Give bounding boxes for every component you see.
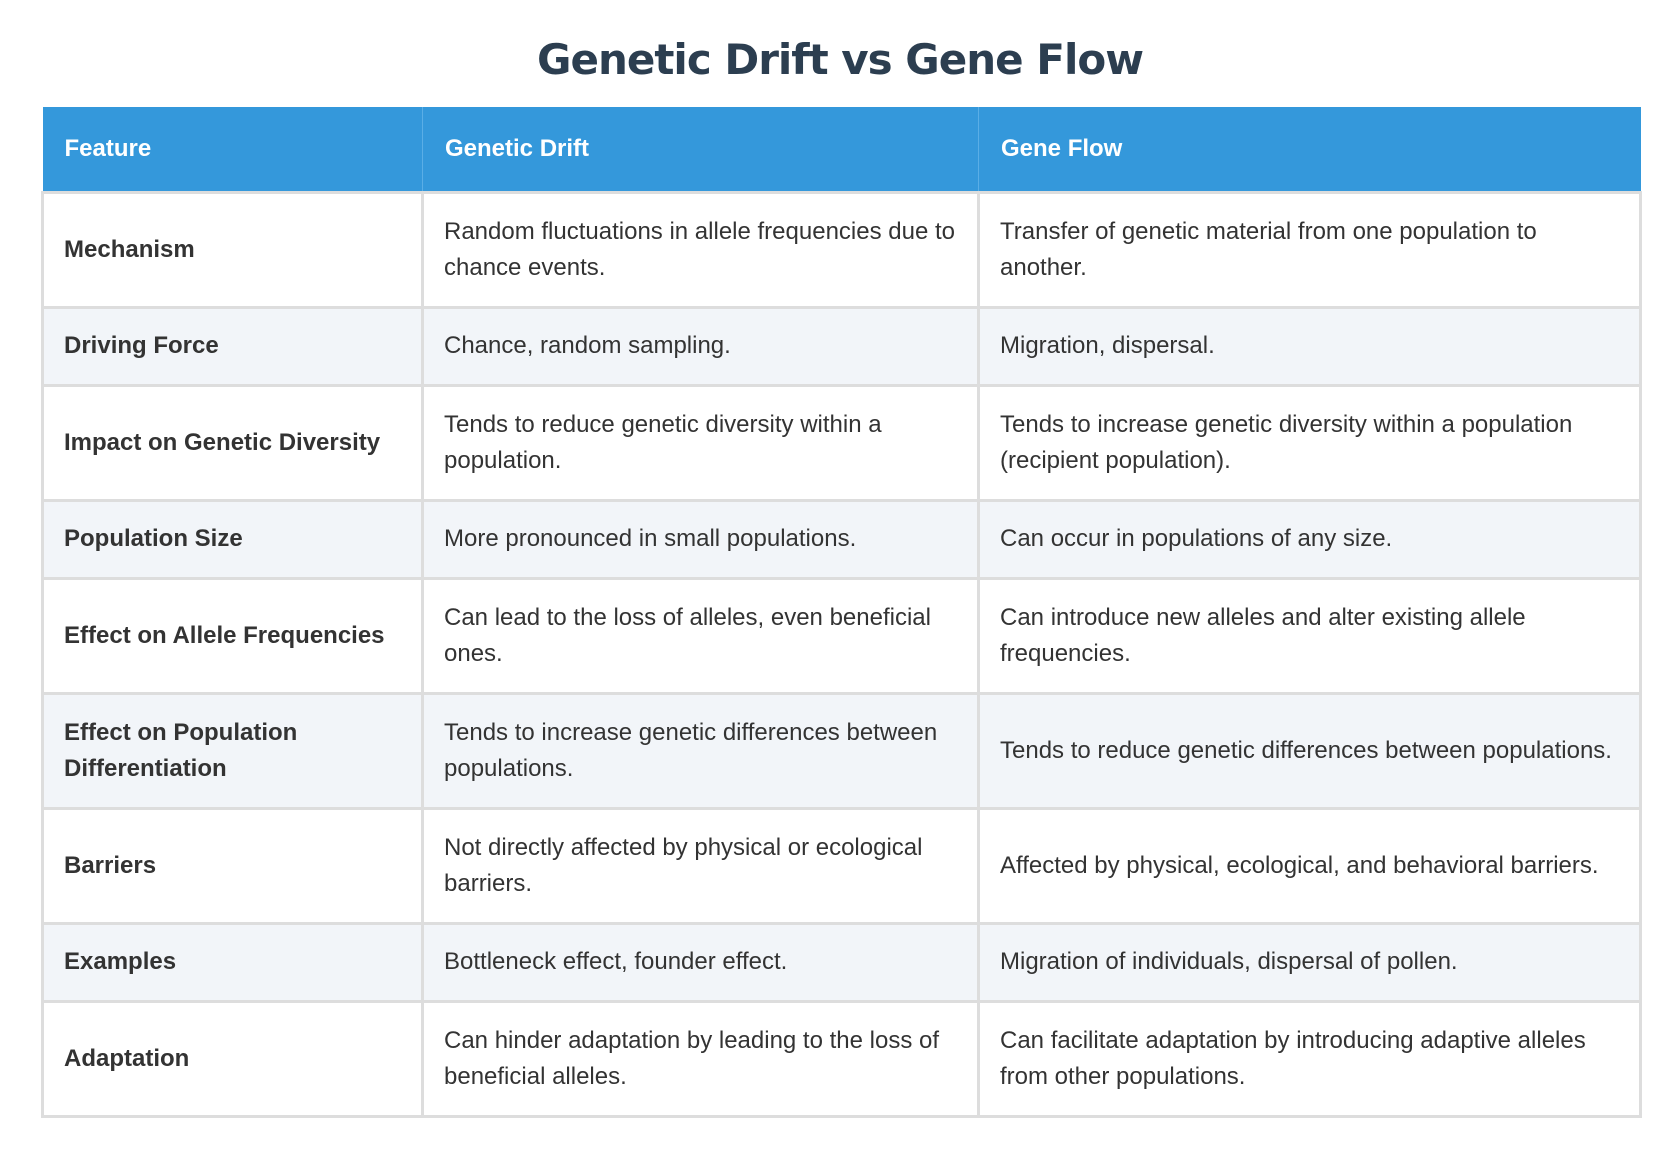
comparison-table: Feature Genetic Drift Gene Flow Mechanis… xyxy=(41,107,1642,1118)
feature-cell: Barriers xyxy=(41,806,424,925)
table-row: Driving Force Chance, random sampling. M… xyxy=(41,305,1642,387)
feature-cell: Impact on Genetic Diversity xyxy=(41,383,424,502)
table-row: Examples Bottleneck effect, founder effe… xyxy=(41,921,1642,1003)
feature-cell: Driving Force xyxy=(41,305,424,387)
table-row: Population Size More pronounced in small… xyxy=(41,498,1642,580)
genetic-drift-cell: More pronounced in small populations. xyxy=(421,498,980,580)
genetic-drift-cell: Tends to increase genetic differences be… xyxy=(421,691,980,810)
header-row: Feature Genetic Drift Gene Flow xyxy=(42,107,1641,192)
table-row: Barriers Not directly affected by physic… xyxy=(41,806,1642,925)
gene-flow-cell: Transfer of genetic material from one po… xyxy=(977,190,1642,309)
table-row: Effect on Allele Frequencies Can lead to… xyxy=(41,576,1642,695)
genetic-drift-cell: Tends to reduce genetic diversity within… xyxy=(421,383,980,502)
header-feature: Feature xyxy=(42,107,423,192)
feature-cell: Population Size xyxy=(41,498,424,580)
feature-cell: Examples xyxy=(41,921,424,1003)
gene-flow-cell: Migration, dispersal. xyxy=(977,305,1642,387)
gene-flow-cell: Can facilitate adaptation by introducing… xyxy=(977,999,1642,1118)
table-row: Impact on Genetic Diversity Tends to red… xyxy=(41,383,1642,502)
gene-flow-cell: Affected by physical, ecological, and be… xyxy=(977,806,1642,925)
table-row: Mechanism Random fluctuations in allele … xyxy=(41,190,1642,309)
gene-flow-cell: Can introduce new alleles and alter exis… xyxy=(977,576,1642,695)
genetic-drift-cell: Can hinder adaptation by leading to the … xyxy=(421,999,980,1118)
page-title: Genetic Drift vs Gene Flow xyxy=(537,35,1144,84)
feature-cell: Adaptation xyxy=(41,999,424,1118)
feature-cell: Effect on Population Differentiation xyxy=(41,691,424,810)
gene-flow-cell: Can occur in populations of any size. xyxy=(977,498,1642,580)
genetic-drift-cell: Random fluctuations in allele frequencie… xyxy=(421,190,980,309)
gene-flow-cell: Tends to reduce genetic differences betw… xyxy=(977,691,1642,810)
feature-cell: Mechanism xyxy=(41,190,424,309)
genetic-drift-cell: Bottleneck effect, founder effect. xyxy=(421,921,980,1003)
genetic-drift-cell: Not directly affected by physical or eco… xyxy=(421,806,980,925)
table-body: Mechanism Random fluctuations in allele … xyxy=(41,190,1642,1118)
feature-cell: Effect on Allele Frequencies xyxy=(41,576,424,695)
genetic-drift-cell: Can lead to the loss of alleles, even be… xyxy=(421,576,980,695)
header-gene-flow: Gene Flow xyxy=(978,107,1641,192)
gene-flow-cell: Tends to increase genetic diversity with… xyxy=(977,383,1642,502)
table-header: Feature Genetic Drift Gene Flow xyxy=(42,107,1641,192)
genetic-drift-cell: Chance, random sampling. xyxy=(421,305,980,387)
table-row: Adaptation Can hinder adaptation by lead… xyxy=(41,999,1642,1118)
header-genetic-drift: Genetic Drift xyxy=(422,107,979,192)
gene-flow-cell: Migration of individuals, dispersal of p… xyxy=(977,921,1642,1003)
table-row: Effect on Population Differentiation Ten… xyxy=(41,691,1642,810)
